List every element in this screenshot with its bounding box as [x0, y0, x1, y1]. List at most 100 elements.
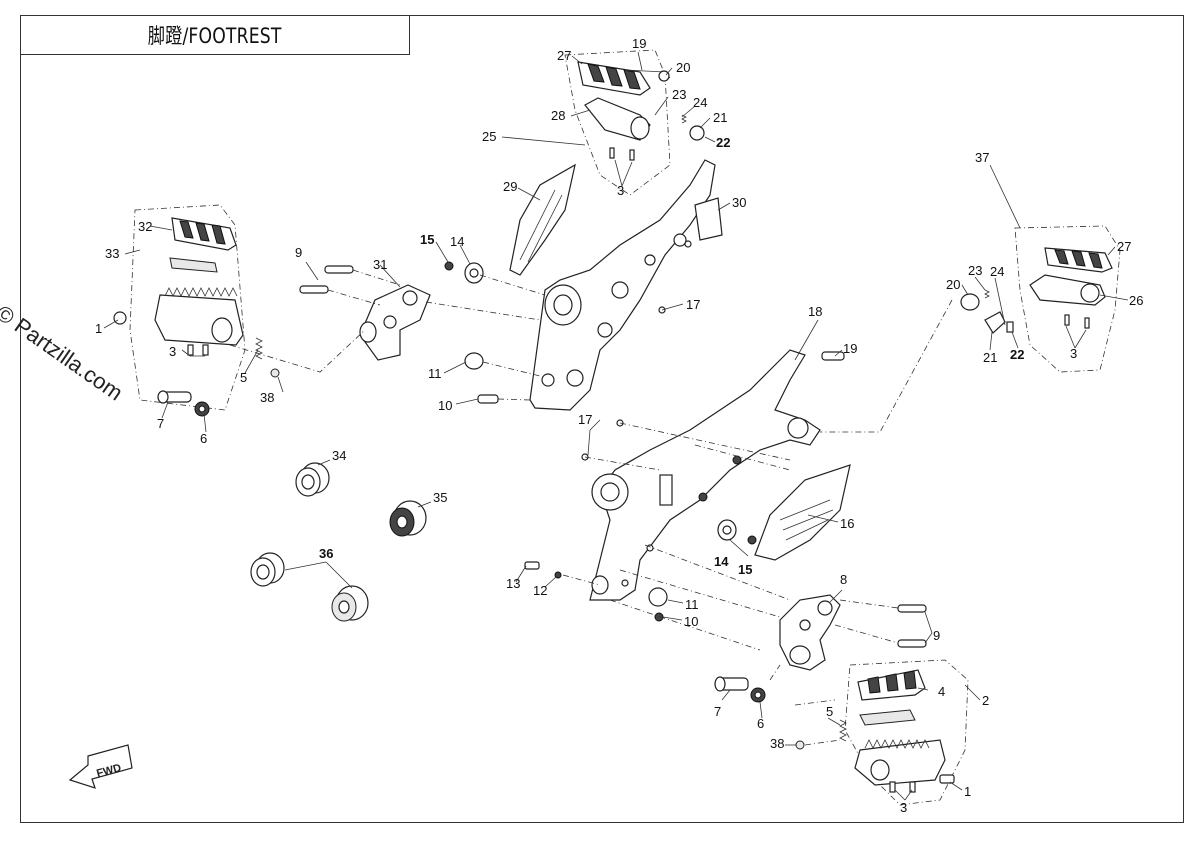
callout-6b: 6 — [757, 716, 764, 731]
callout-23: 23 — [672, 87, 686, 102]
title-box: 脚蹬/FOOTREST — [20, 15, 410, 55]
right-heel-guard — [754, 464, 851, 561]
callout-6: 6 — [200, 431, 207, 446]
callout-4: 4 — [938, 684, 945, 699]
callout-26: 26 — [1129, 293, 1143, 308]
callout-31: 31 — [373, 257, 387, 272]
callout-38b: 38 — [770, 736, 784, 751]
callout-27: 27 — [557, 48, 571, 63]
top-footpeg-assembly — [564, 49, 705, 196]
callout-25: 25 — [482, 129, 496, 144]
callout-10: 10 — [438, 398, 452, 413]
callout-11b: 11 — [685, 597, 699, 612]
page-title: 脚蹬/FOOTREST — [147, 23, 282, 48]
leader-lines — [103, 51, 1129, 801]
callout-7: 7 — [157, 416, 164, 431]
callout-10b: 10 — [684, 614, 698, 629]
callout-20: 20 — [676, 60, 690, 75]
callout-35: 35 — [433, 490, 447, 505]
left-washer — [270, 368, 280, 378]
left-bracket — [359, 284, 431, 361]
callout-3c: 3 — [1070, 346, 1077, 361]
left-nut-15 — [444, 261, 454, 271]
callout-7b: 7 — [714, 704, 721, 719]
fwd-arrow: FWD — [68, 744, 133, 789]
callout-3: 3 — [169, 344, 176, 359]
callout-28: 28 — [551, 108, 565, 123]
callout-15: 15 — [420, 232, 434, 247]
callout-34: 34 — [332, 448, 346, 463]
right-nut-12 — [554, 571, 562, 579]
callout-22b: 22 — [1010, 347, 1024, 362]
callout-29: 29 — [503, 179, 517, 194]
diagram-frame — [20, 15, 1184, 823]
right-top-footpeg-assembly — [960, 225, 1121, 373]
callout-17: 17 — [686, 297, 700, 312]
callout-21b: 21 — [983, 350, 997, 365]
right-bolt-9 — [897, 604, 927, 613]
left-rubber-pad — [171, 217, 237, 251]
callout-2: 2 — [982, 693, 989, 708]
left-bolt-10 — [477, 394, 499, 404]
grommet-34 — [295, 462, 330, 497]
left-part-30 — [694, 197, 723, 241]
left-bolt-9 — [324, 265, 354, 274]
bottom-footpeg-assembly — [844, 659, 969, 806]
callout-30: 30 — [732, 195, 746, 210]
callout-18: 18 — [808, 304, 822, 319]
right-spring — [839, 719, 847, 742]
callout-9: 9 — [295, 245, 302, 260]
callout-3b: 3 — [617, 183, 624, 198]
left-bolt — [187, 344, 194, 356]
callout-23b: 23 — [968, 263, 982, 278]
callout-21: 21 — [713, 110, 727, 125]
bushing-36b — [331, 585, 369, 622]
callout-8: 8 — [840, 572, 847, 587]
callout-27b: 27 — [1117, 239, 1131, 254]
callout-5b: 5 — [826, 704, 833, 719]
right-nut-15 — [747, 535, 757, 545]
left-main-bracket — [529, 159, 716, 411]
callout-24: 24 — [693, 95, 707, 110]
callout-1: 1 — [95, 321, 102, 336]
left-spring — [255, 337, 263, 360]
callout-14b: 14 — [714, 554, 729, 569]
right-pivot-pin — [714, 676, 749, 692]
bushing-35 — [389, 500, 427, 537]
right-bracket — [779, 594, 841, 671]
callout-3d: 3 — [900, 800, 907, 815]
callout-20b: 20 — [946, 277, 960, 292]
callout-19b: 19 — [843, 341, 857, 356]
callout-5: 5 — [240, 370, 247, 385]
callout-1b: 1 — [964, 784, 971, 799]
callout-13: 13 — [506, 576, 520, 591]
left-pivot-pin — [157, 390, 192, 404]
callout-12: 12 — [533, 583, 547, 598]
callout-14: 14 — [450, 234, 464, 249]
right-washer — [795, 740, 805, 750]
callout-19: 19 — [632, 36, 646, 51]
left-footpeg-assembly — [113, 204, 280, 417]
callout-33: 33 — [105, 246, 119, 261]
right-bolt-9 — [897, 639, 927, 648]
callout-22: 22 — [716, 135, 730, 150]
right-spacer-11 — [648, 587, 668, 607]
right-bolt-19 — [821, 351, 845, 361]
callout-9b: 9 — [933, 628, 940, 643]
grommet-36a — [250, 552, 285, 587]
left-bolt — [202, 344, 209, 356]
callout-15b: 15 — [738, 562, 752, 577]
callout-24b: 24 — [990, 264, 1004, 279]
left-spacer-11 — [464, 352, 484, 370]
right-main-bracket — [589, 349, 821, 601]
callout-36: 36 — [319, 546, 333, 561]
left-footpeg-base — [154, 287, 244, 346]
callout-labels: 1 3 5 6 7 32 33 38 9 31 11 10 15 14 17 2… — [95, 36, 1143, 815]
top-plate-21 — [689, 125, 705, 141]
callout-37: 37 — [975, 150, 989, 165]
callout-38: 38 — [260, 390, 274, 405]
right-plate-21 — [984, 311, 1006, 334]
right-washer-20 — [960, 293, 980, 311]
callout-11: 11 — [428, 366, 442, 381]
